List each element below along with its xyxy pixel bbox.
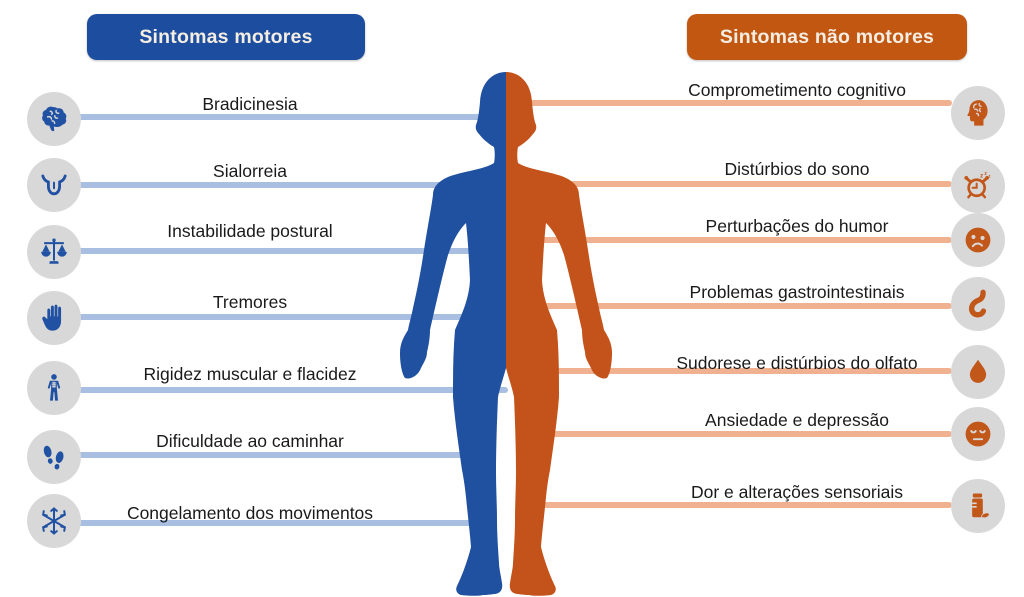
connector-line bbox=[520, 431, 952, 437]
connector-line bbox=[76, 520, 495, 526]
svg-text:z: z bbox=[988, 173, 990, 178]
comprometimento-cognitivo-label: Comprometimento cognitivo bbox=[688, 80, 906, 100]
rigidez-muscular-label: Rigidez muscular e flacidez bbox=[143, 364, 357, 384]
depressed-face-icon bbox=[951, 407, 1005, 461]
connector-line bbox=[76, 182, 508, 188]
motor-symptoms-header: Sintomas motores bbox=[87, 14, 365, 60]
problemas-gastrointestinais-label: Problemas gastrointestinais bbox=[689, 282, 905, 302]
dor-sensoriais-label: Dor e alterações sensoriais bbox=[690, 482, 904, 502]
pill-bottle-icon bbox=[951, 479, 1005, 533]
droplet-icon bbox=[951, 345, 1005, 399]
disturbios-sono-label: Distúrbios do sono bbox=[724, 159, 870, 179]
body-left-half-blue bbox=[400, 72, 506, 596]
hand-icon bbox=[27, 291, 81, 345]
svg-text:z: z bbox=[984, 171, 987, 177]
ansiedade-depressao-label: Ansiedade e depressão bbox=[705, 410, 889, 430]
sad-face-icon bbox=[951, 213, 1005, 267]
instabilidade-postural-label: Instabilidade postural bbox=[167, 221, 333, 241]
connector-line bbox=[514, 181, 952, 187]
connector-line bbox=[76, 452, 495, 458]
stomach-icon bbox=[951, 277, 1005, 331]
connector-line bbox=[76, 114, 508, 120]
body-skeleton-icon bbox=[27, 361, 81, 415]
non-motor-symptoms-header-label: Sintomas não motores bbox=[719, 25, 935, 48]
congelamento-movimentos-label: Congelamento dos movimentos bbox=[126, 503, 374, 523]
body-right-half-orange bbox=[506, 72, 612, 596]
footprints-icon bbox=[27, 430, 81, 484]
connector-line bbox=[76, 248, 508, 254]
human-silhouette bbox=[400, 72, 612, 596]
sialorreia-label: Sialorreia bbox=[213, 161, 287, 181]
svg-text:z: z bbox=[980, 173, 983, 180]
connector-line bbox=[76, 314, 508, 320]
balance-scale-icon bbox=[27, 225, 81, 279]
dificuldade-caminhar-label: Dificuldade ao caminhar bbox=[156, 431, 344, 451]
connector-line bbox=[520, 502, 952, 508]
sudorese-olfato-label: Sudorese e distúrbios do olfato bbox=[676, 353, 918, 373]
brain-icon bbox=[27, 92, 81, 146]
tremores-label: Tremores bbox=[212, 292, 288, 312]
motor-symptoms-header-label: Sintomas motores bbox=[139, 25, 313, 48]
connector-line bbox=[514, 100, 952, 106]
connector-line bbox=[76, 387, 508, 393]
snowflake-icon bbox=[27, 494, 81, 548]
connector-line bbox=[514, 303, 952, 309]
perturbacoes-humor-label: Perturbações do humor bbox=[705, 216, 889, 236]
bradicinesia-label: Bradicinesia bbox=[202, 94, 298, 114]
head-cognition-icon bbox=[951, 86, 1005, 140]
non-motor-symptoms-header: Sintomas não motores bbox=[687, 14, 967, 60]
connector-line bbox=[514, 368, 952, 374]
connector-line bbox=[514, 237, 952, 243]
tongue-icon bbox=[27, 158, 81, 212]
